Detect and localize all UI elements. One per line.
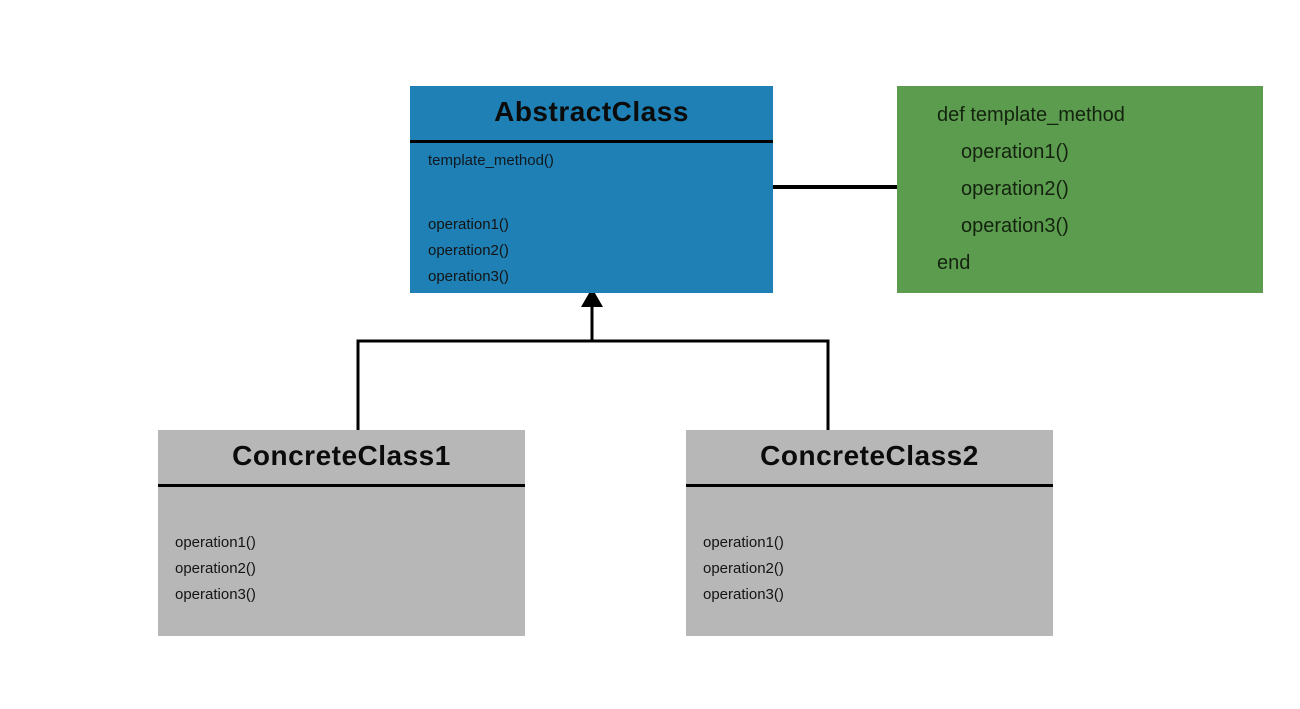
code-line: operation3() <box>961 215 1069 237</box>
operation-label: operation3() <box>703 586 784 603</box>
concrete-class-2-box: ConcreteClass2 operation1() operation2()… <box>686 430 1053 636</box>
operation-label: operation2() <box>703 560 784 577</box>
concrete-1-operations-list: operation1() operation2() operation3() <box>175 530 256 608</box>
inheritance-connector-line <box>356 339 830 430</box>
code-snippet-box: def template_method operation1() operati… <box>897 86 1263 293</box>
concrete-class-1-title: ConcreteClass1 <box>232 440 451 471</box>
operation-label: operation2() <box>175 560 256 577</box>
title-separator <box>410 140 773 143</box>
code-line: operation2() <box>961 178 1069 200</box>
title-separator <box>686 484 1053 487</box>
abstract-class-title: AbstractClass <box>494 96 689 127</box>
operation-label: operation1() <box>428 216 509 233</box>
abstract-operations-list: operation1() operation2() operation3() <box>428 212 509 290</box>
operation-label: operation1() <box>703 534 784 551</box>
concrete-2-operations-list: operation1() operation2() operation3() <box>703 530 784 608</box>
code-line: operation1() <box>961 141 1069 163</box>
template-method-label: template_method() <box>428 152 554 169</box>
operation-label: operation3() <box>175 586 256 603</box>
abstract-class-box: AbstractClass template_method() operatio… <box>410 86 773 293</box>
code-line: end <box>937 252 971 274</box>
operation-label: operation3() <box>428 268 509 285</box>
operation-label: operation1() <box>175 534 256 551</box>
code-line: def template_method <box>937 104 1125 126</box>
operation-label: operation2() <box>428 242 509 259</box>
concrete-class-1-box: ConcreteClass1 operation1() operation2()… <box>158 430 525 636</box>
title-separator <box>158 484 525 487</box>
concrete-class-2-title: ConcreteClass2 <box>760 440 979 471</box>
